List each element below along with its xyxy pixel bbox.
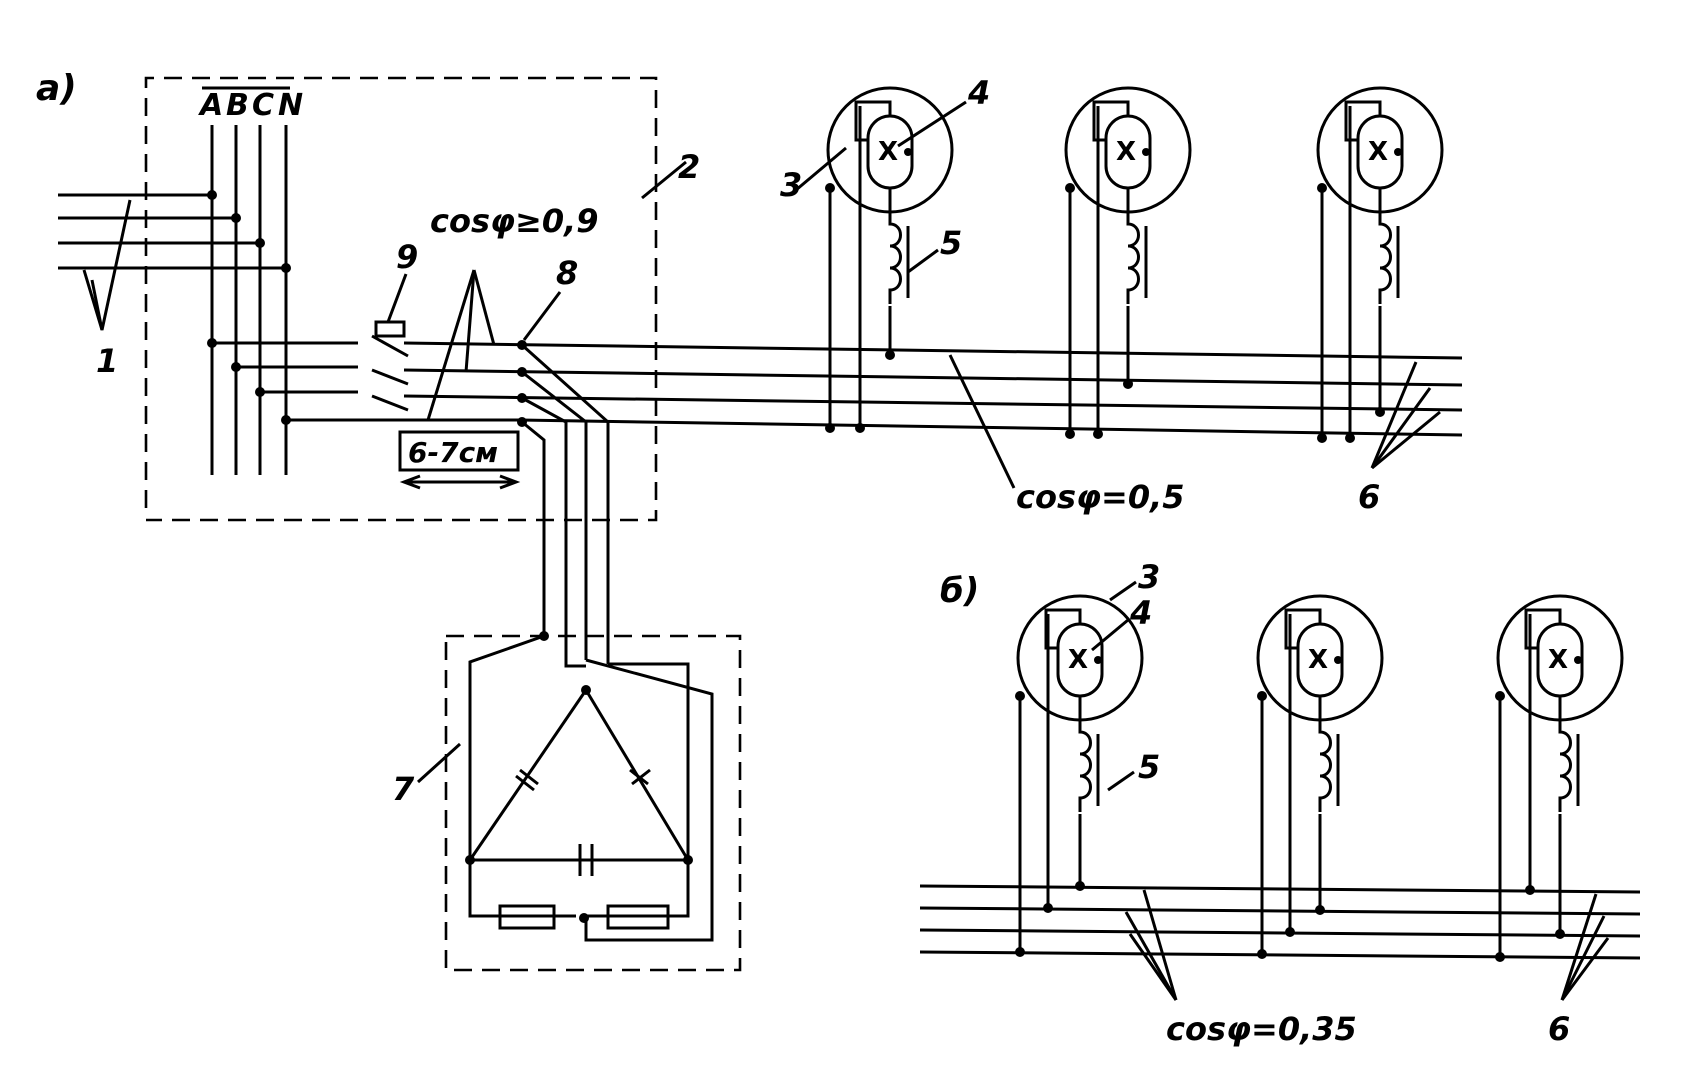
lamp-b2 [1256,594,1384,959]
label-6b: 6 [1548,1010,1570,1048]
label-2: 2 [678,148,700,186]
bus-label-c: C [252,88,274,123]
lamp-a2 [1064,86,1192,439]
switch [371,320,409,412]
cos-b-label: cosφ=0,35 [1166,1010,1357,1048]
pointer-6b [1560,893,1610,1001]
cos-panel-pointers [426,269,496,421]
label-3b: 3 [1138,558,1160,596]
label-5a: 5 [940,224,962,262]
pointer-cos-b [1124,889,1178,1001]
distance-marker [398,430,521,490]
bus-label-a: A [198,88,223,123]
label-5b: 5 [1138,748,1160,786]
label-8: 8 [556,254,578,292]
label-6a: 6 [1358,478,1380,516]
capacitor-bank [444,631,742,972]
panel-b-label: б) [940,571,979,611]
distribution-box [144,76,658,522]
switch-feed-wires [212,341,520,422]
label-7: 7 [392,770,415,808]
label-9: 9 [396,238,418,276]
label-4b: 4 [1129,594,1152,632]
bus-label-b: B [226,88,249,123]
cos-panel-label: cosφ≥0,9 [430,202,599,240]
lamp-a1 [825,86,954,433]
bus-bars [202,86,291,475]
bus-label-n: N [278,88,303,123]
pointer-6a [1370,361,1441,470]
label-1: 1 [96,342,118,380]
lamp-b1 [1015,594,1144,957]
capacitor-leads [520,343,610,664]
label-3a: 3 [780,166,802,204]
incoming-feeder [58,193,286,331]
distance-label: 6-7см [408,436,498,469]
label-4a: 4 [967,74,990,112]
panel-a-label: а) [36,68,77,109]
cos-line-label: cosφ=0,5 [1016,478,1185,516]
supply-line-b [919,884,1641,960]
lamp-a3 [1316,86,1444,443]
lamp-b3 [1495,594,1624,962]
